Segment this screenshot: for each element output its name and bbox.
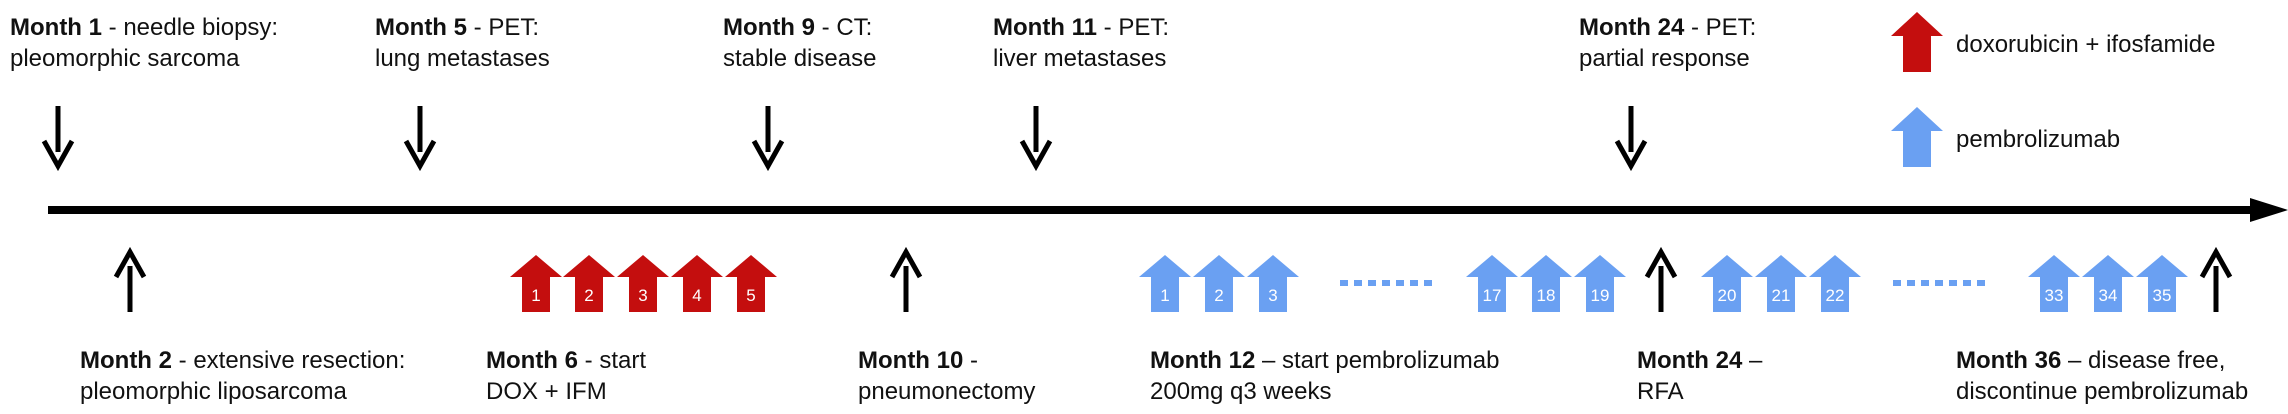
bottom-event-month-2: Month 2 - extensive resection: pleomorph… [80,345,405,407]
event-month: Month 10 [858,347,964,374]
top-event-month-11: Month 11 - PET: liver metastases [993,12,1169,74]
up-arrow-icon [2199,246,2233,312]
dox-cycle-badge: 2 [563,255,615,312]
event-detail-line2: partial response [1579,45,1750,72]
legend-dox-arrow-icon [1891,12,1943,72]
top-event-arrows [41,106,1648,172]
event-detail-line2: 200mg q3 weeks [1150,378,1332,405]
event-detail: - [963,347,978,374]
badge-number: 21 [1772,286,1791,305]
badge-number: 2 [584,286,593,305]
up-arrow-icon [889,246,923,312]
event-detail-line2: pleomorphic liposarcoma [80,378,347,405]
event-detail: – start pembrolizumab [1255,347,1500,374]
pembro-dose-badge: 19 [1574,255,1626,312]
up-arrow-icon [1644,246,1678,312]
top-event-month-9: Month 9 - CT: stable disease [723,12,876,74]
event-detail: – disease free, [2061,347,2226,374]
bottom-event-month-10: Month 10 - pneumonectomy [858,345,1035,407]
badge-number: 4 [692,286,701,305]
event-detail-line2: DOX + IFM [486,378,607,405]
event-detail: - extensive resection: [171,347,406,374]
dox-cycle-badges: 1 2 3 4 5 [510,255,777,312]
badge-number: 17 [1483,286,1502,305]
pembro-dose-badge: 3 [1247,255,1299,312]
down-arrow-icon [41,106,75,172]
pembro-dose-badge: 33 [2028,255,2080,312]
event-detail-line2: pneumonectomy [858,378,1036,405]
pembro-dose-badge: 21 [1755,255,1807,312]
bottom-event-month-24: Month 24 – RFA [1637,345,1762,407]
event-detail: - needle biopsy: [101,14,279,41]
event-month: Month 6 [486,347,578,374]
badge-number: 5 [746,286,755,305]
pembro-dose-badge: 20 [1701,255,1753,312]
up-arrow-icon [113,246,147,312]
dox-cycle-badge: 1 [510,255,562,312]
event-detail: – [1742,347,1763,374]
event-detail-line2: pleomorphic sarcoma [10,45,240,72]
bottom-event-arrows [113,246,2233,312]
event-detail: - PET: [1097,14,1170,41]
badge-number: 18 [1537,286,1556,305]
legend-pembro-arrow-icon [1891,107,1943,167]
badge-number: 19 [1591,286,1610,305]
pembro-dose-badge: 2 [1193,255,1245,312]
event-month: Month 24 [1579,14,1685,41]
badge-number: 22 [1826,286,1845,305]
dox-cycle-badge: 4 [671,255,723,312]
top-event-month-24: Month 24 - PET: partial response [1579,12,1756,74]
event-month: Month 24 [1637,347,1743,374]
badge-number: 1 [531,286,540,305]
badge-number: 3 [638,286,647,305]
event-month: Month 5 [375,14,467,41]
dox-cycle-badge: 3 [617,255,669,312]
badge-number: 2 [1214,286,1223,305]
badge-number: 20 [1718,286,1737,305]
down-arrow-icon [1614,106,1648,172]
pembro-dose-badge: 17 [1466,255,1518,312]
down-arrow-icon [1019,106,1053,172]
event-detail: - PET: [466,14,539,41]
pembro-dose-badge: 1 [1139,255,1191,312]
bottom-event-month-6: Month 6 - start DOX + IFM [486,345,646,407]
pembro-dose-badge: 18 [1520,255,1572,312]
top-event-month-5: Month 5 - PET: lung metastases [375,12,550,74]
legend-pembro-label: pembrolizumab [1956,126,2121,153]
badge-number: 1 [1160,286,1169,305]
badge-number: 35 [2153,286,2172,305]
pembro-dose-badge: 35 [2136,255,2188,312]
event-month: Month 1 [10,14,102,41]
bottom-event-month-36: Month 36 – disease free, discontinue pem… [1956,345,2248,407]
event-month: Month 12 [1150,347,1256,374]
event-month: Month 11 [993,14,1098,41]
top-event-month-1: Month 1 - needle biopsy: pleomorphic sar… [10,12,278,74]
event-month: Month 9 [723,14,815,41]
event-detail: - start [577,347,646,374]
timeline-arrowhead [2250,198,2288,222]
badge-number: 3 [1268,286,1277,305]
event-detail: - CT: [814,14,873,41]
legend-dox-label: doxorubicin + ifosfamide [1956,31,2216,58]
dox-cycle-badge: 5 [725,255,777,312]
badge-number: 33 [2045,286,2064,305]
event-detail: - PET: [1684,14,1757,41]
event-detail-line2: RFA [1637,378,1684,405]
down-arrow-icon [751,106,785,172]
event-month: Month 36 [1956,347,2062,374]
badge-number: 34 [2099,286,2118,305]
pembro-dose-badge: 34 [2082,255,2134,312]
event-detail-line2: lung metastases [375,45,550,72]
event-month: Month 2 [80,347,172,374]
pembro-dose-badge: 22 [1809,255,1861,312]
bottom-event-month-12: Month 12 – start pembrolizumab 200mg q3 … [1150,345,1499,407]
event-detail-line2: liver metastases [993,45,1167,72]
pembro-dose-badges: 1 2 3 17 18 19 20 21 22 33 34 35 [1139,255,2188,312]
event-detail-line2: stable disease [723,45,877,72]
event-detail-line2: discontinue pembrolizumab [1956,378,2249,405]
down-arrow-icon [403,106,437,172]
